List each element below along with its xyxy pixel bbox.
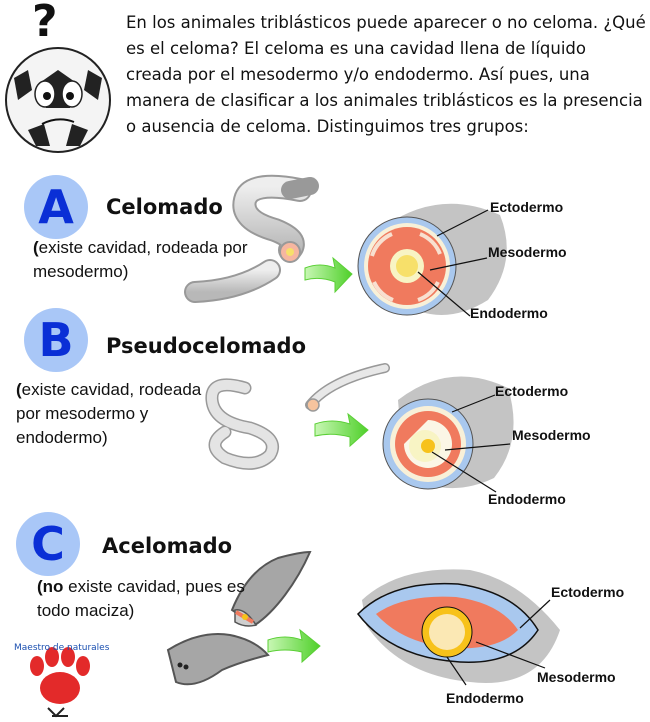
label-mesodermo: Mesodermo xyxy=(488,244,567,260)
arrow-icon xyxy=(267,628,321,664)
earthworm-illustration xyxy=(184,174,319,303)
label-ectodermo: Ectodermo xyxy=(495,383,569,399)
desc-bold: ( xyxy=(33,238,39,257)
group-description-c: (no existe cavidad, pues es todo maciza) xyxy=(37,575,267,623)
label-mesodermo: Mesodermo xyxy=(512,427,591,443)
desc-bold: ( xyxy=(16,380,22,399)
desc-text: existe cavidad, rodeada por mesodermo) xyxy=(33,238,248,281)
svg-text:?: ? xyxy=(32,0,58,47)
arrow-icon xyxy=(304,256,353,294)
flatworm-illustration xyxy=(166,550,312,686)
desc-text: existe cavidad, pues es todo maciza) xyxy=(37,577,245,620)
arrow-icon xyxy=(314,412,369,448)
group-description-a: (existe cavidad, rodeada por mesodermo) xyxy=(33,236,263,284)
label-endodermo: Endodermo xyxy=(446,690,524,706)
label-endodermo: Endodermo xyxy=(470,305,548,321)
question-ball-icon: ? xyxy=(5,0,111,153)
label-ectodermo: Ectodermo xyxy=(551,584,625,600)
group-letter-b: B xyxy=(24,308,88,372)
desc-bold: (no xyxy=(37,577,64,596)
group-title-pseudocelomado: Pseudocelomado xyxy=(106,334,307,358)
group-title-celomado: Celomado xyxy=(106,195,223,219)
logo-text: Maestro de naturales xyxy=(14,643,110,653)
label-ectodermo: Ectodermo xyxy=(490,199,564,215)
intro-paragraph: En los animales triblásticos puede apare… xyxy=(126,13,646,136)
group-title-acelomado: Acelomado xyxy=(102,534,233,558)
roundworm-illustration xyxy=(205,363,390,470)
group-letter-c: C xyxy=(16,512,80,576)
pseudocelomado-cross-section xyxy=(382,376,514,493)
label-endodermo: Endodermo xyxy=(488,491,566,507)
group-description-b: (existe cavidad, rodeada por mesodermo y… xyxy=(16,378,206,450)
group-letter-a: A xyxy=(24,175,88,239)
label-mesodermo: Mesodermo xyxy=(537,669,616,685)
desc-text: existe cavidad, rodeada por mesodermo y … xyxy=(16,380,202,447)
paw-logo-icon xyxy=(30,647,90,718)
acelomado-cross-section xyxy=(357,569,560,686)
celomado-cross-section xyxy=(357,203,507,317)
